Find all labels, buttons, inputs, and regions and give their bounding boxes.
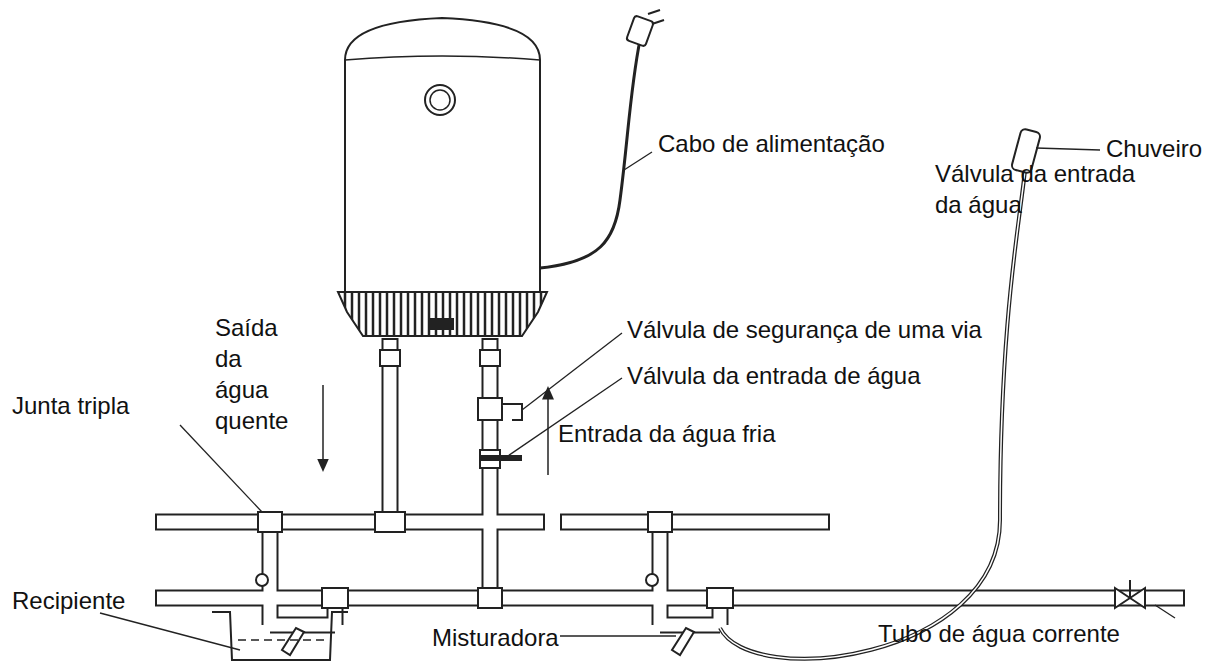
part-label: Válvula da entrada de água [627, 360, 921, 391]
power-plug [626, 15, 654, 46]
part-label: Saída da água quente [215, 312, 288, 436]
control-knob [428, 318, 454, 330]
cold-water-arrow [547, 392, 549, 475]
thermometer-dial [425, 85, 455, 115]
shower-hose-inner [720, 170, 1025, 659]
water-surface [238, 639, 325, 641]
container [212, 612, 348, 660]
mixers [256, 574, 694, 655]
plug-pin [652, 20, 664, 24]
inlet-valve-handle [480, 455, 522, 461]
pipes-inner [157, 340, 1183, 625]
part-label: Entrada da água fria [558, 418, 776, 449]
part-label: Chuveiro [1106, 133, 1202, 164]
safety-valve-lever [502, 404, 522, 420]
shower-hose [720, 170, 1025, 659]
part-label: Válvula de segurança de uma via [627, 314, 982, 345]
part-label: Recipiente [12, 585, 125, 616]
heater-base [338, 292, 547, 336]
thermometer-dial-inner [430, 90, 450, 110]
part-label: Tubo de água corrente [878, 618, 1120, 649]
part-label: Junta tripla [12, 390, 129, 421]
hot-water-arrow [322, 385, 324, 466]
pipes-outline [155, 338, 1185, 625]
leader-lines [100, 148, 1175, 650]
part-label: Misturadora [432, 622, 559, 653]
power-cord [540, 40, 640, 268]
plug-pin [648, 10, 660, 14]
heater-top-line [345, 56, 540, 60]
heater-body [345, 18, 540, 292]
part-label: Cabo de alimentação [658, 128, 885, 159]
part-label: Válvula da entrada da água [935, 158, 1165, 220]
mains-valve-stem [1129, 580, 1131, 598]
